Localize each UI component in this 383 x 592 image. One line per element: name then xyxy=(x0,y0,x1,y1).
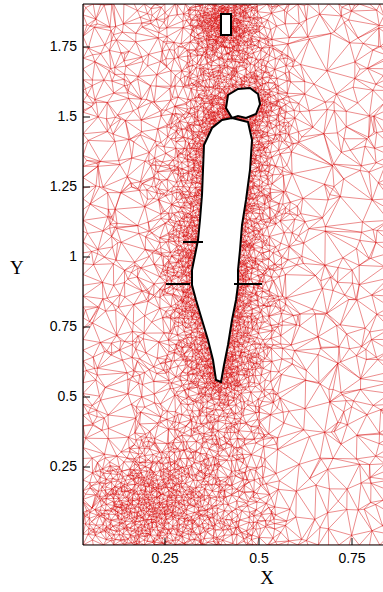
axis-title: Y xyxy=(10,258,24,279)
tick xyxy=(83,327,90,328)
tick-label: 1.25 xyxy=(50,179,77,194)
tick-label: 0.75 xyxy=(50,319,77,334)
tick-label: 1.5 xyxy=(58,109,77,124)
body-shape xyxy=(226,88,260,118)
tick xyxy=(83,187,90,188)
tick-label: 0.25 xyxy=(151,551,178,566)
triangular-mesh xyxy=(83,4,383,545)
top-frame xyxy=(83,3,383,4)
y-axis xyxy=(82,4,83,545)
tick-label: 0.25 xyxy=(50,459,77,474)
x-axis xyxy=(83,544,383,545)
axis-frame xyxy=(83,4,383,545)
mesh-edges xyxy=(83,4,383,545)
marker-line xyxy=(183,241,203,243)
tick xyxy=(352,538,353,545)
tick xyxy=(83,47,90,48)
tick-label: 1 xyxy=(69,249,77,264)
body-shape xyxy=(221,14,231,35)
tick xyxy=(165,538,166,545)
marker-line xyxy=(166,283,190,285)
tick xyxy=(83,397,90,398)
axis-title: X xyxy=(260,568,274,589)
tick xyxy=(83,257,90,258)
tick-label: 0.75 xyxy=(338,551,365,566)
tick-label: 0.5 xyxy=(249,551,268,566)
body-shape xyxy=(192,118,252,382)
marker-line xyxy=(234,283,262,285)
tick xyxy=(83,467,90,468)
body-outline xyxy=(166,14,262,382)
tick-label: 1.75 xyxy=(50,39,77,54)
tick xyxy=(83,117,90,118)
tick-label: 0.5 xyxy=(58,389,77,404)
tick xyxy=(259,538,260,545)
